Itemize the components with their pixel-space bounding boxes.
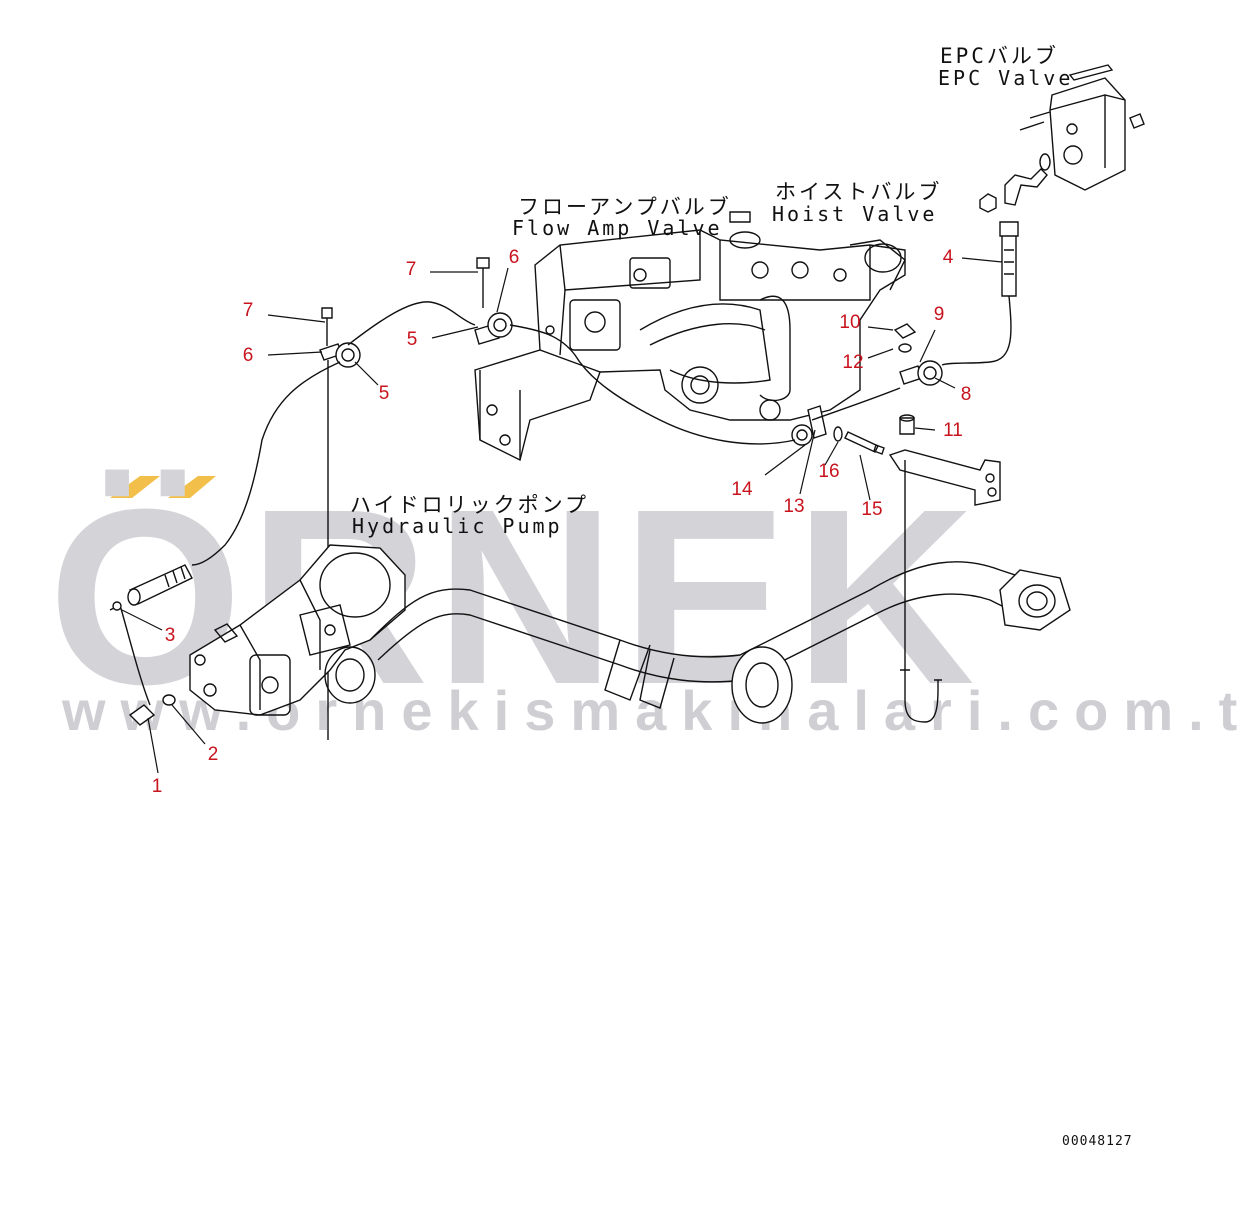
hoist-valve-label-en: Hoist Valve xyxy=(772,202,938,226)
clamp-left xyxy=(319,307,361,368)
callout-14[interactable]: 14 xyxy=(731,479,753,500)
control-valve-body xyxy=(474,211,906,462)
clamp-right xyxy=(893,323,943,435)
mounting-bracket xyxy=(888,449,1001,506)
callout-3[interactable]: 3 xyxy=(164,625,176,646)
hydraulic-pump xyxy=(189,544,406,716)
flow-amp-valve-label-en: Flow Amp Valve xyxy=(512,216,723,240)
callout-6-left[interactable]: 6 xyxy=(242,345,254,366)
callout-7-left[interactable]: 7 xyxy=(242,300,254,321)
hose-assembly-4 xyxy=(941,221,1019,366)
epc-valve xyxy=(979,64,1145,213)
watermark-accent-right xyxy=(168,476,216,498)
flow-amp-valve-label-jp: フローアンプバルブ xyxy=(518,195,732,219)
callout-5-left[interactable]: 5 xyxy=(378,383,390,404)
suction-tube xyxy=(369,561,1071,724)
callout-13[interactable]: 13 xyxy=(783,496,805,517)
clamp-center xyxy=(474,257,513,345)
callout-7-upper[interactable]: 7 xyxy=(405,259,417,280)
callout-4[interactable]: 4 xyxy=(942,247,954,268)
hydraulic-pump-label-jp: ハイドロリックポンプ xyxy=(350,493,589,517)
callout-2[interactable]: 2 xyxy=(207,744,219,765)
callout-12[interactable]: 12 xyxy=(842,352,864,373)
callout-1[interactable]: 1 xyxy=(151,776,163,797)
callout-8[interactable]: 8 xyxy=(960,384,972,405)
callout-5-upper[interactable]: 5 xyxy=(406,329,418,350)
clamp-lower xyxy=(791,405,885,455)
epc-valve-label-en: EPC Valve xyxy=(938,66,1074,90)
hose-end-fitting xyxy=(112,564,193,726)
callout-6-upper[interactable]: 6 xyxy=(508,247,520,268)
drawing-number: 00048127 xyxy=(1062,1134,1133,1149)
hydraulic-pump-label-en: Hydraulic Pump xyxy=(352,514,563,538)
callout-9[interactable]: 9 xyxy=(933,304,945,325)
callout-15[interactable]: 15 xyxy=(861,499,883,520)
callout-10[interactable]: 10 xyxy=(839,312,861,333)
leader-lines xyxy=(121,257,1003,774)
hoist-valve-label-jp: ホイストバルブ xyxy=(775,180,943,204)
watermark-accent-left xyxy=(110,476,160,498)
callout-16[interactable]: 16 xyxy=(818,461,840,482)
drain-line xyxy=(900,665,942,723)
epc-valve-label-jp: EPCバルブ xyxy=(940,44,1059,68)
callout-11[interactable]: 11 xyxy=(943,420,963,441)
